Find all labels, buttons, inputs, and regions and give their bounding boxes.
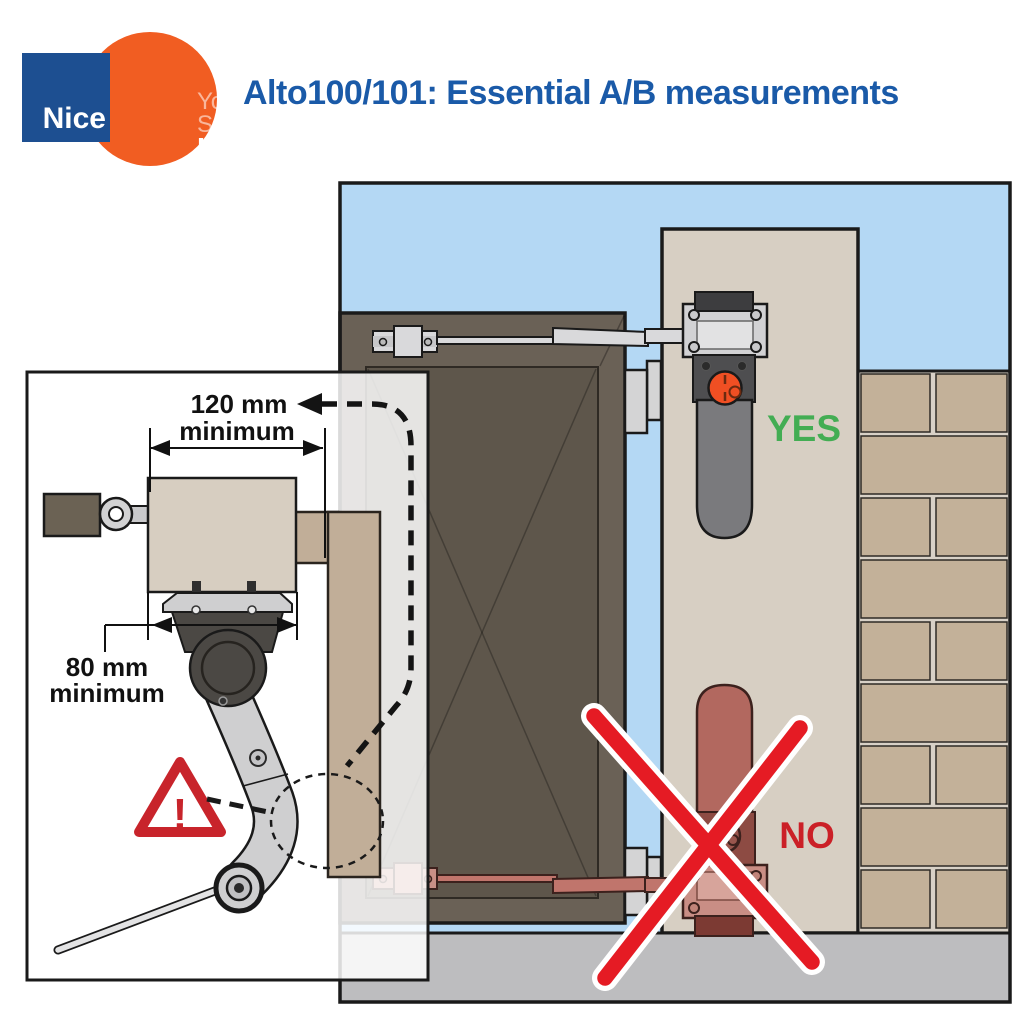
- dimension-120mm: [149, 428, 326, 558]
- detail-inset: 120 mm minimum 80 mm minimum !: [25, 370, 430, 982]
- actuator-wrong: NO: [372, 683, 835, 991]
- motor-body: [695, 398, 754, 540]
- leader-arrowhead-icon: [297, 393, 322, 415]
- actuator-correct: YES: [372, 291, 841, 540]
- logo-blue-square: Nice: [22, 53, 110, 142]
- ground: [338, 931, 1012, 1004]
- motor-body-top-view: [146, 476, 298, 594]
- warning-leader-line: [206, 796, 269, 815]
- detail-highlight-circle: [269, 772, 385, 870]
- arm-mount-plate: [162, 592, 293, 613]
- motor-unit-yes: [681, 291, 769, 540]
- logo-home: Home: [197, 133, 278, 165]
- dim-80-value: 80 mm: [66, 652, 148, 682]
- logo-nice: Nice: [42, 102, 106, 135]
- yes-label: YES: [767, 408, 841, 449]
- no-label: NO: [779, 815, 835, 856]
- dimension-80mm: [104, 592, 298, 652]
- detail-leader-curve: [297, 393, 414, 768]
- nice-home-logo: Your Smart Home Nice: [0, 0, 278, 180]
- logo-smart: Smart: [197, 111, 262, 138]
- dim-80-qualifier: minimum: [49, 678, 165, 708]
- dim-120-qualifier: minimum: [179, 416, 295, 446]
- gate-attachment-top-view: [42, 492, 102, 538]
- logo-tagline: Your Smart Home: [197, 88, 278, 165]
- brick-wall: [856, 369, 1012, 935]
- dim-120-value: 120 mm: [191, 389, 288, 419]
- warning-exclamation: !: [173, 790, 188, 839]
- page-title: Alto100/101: Essential A/B measurements: [243, 74, 899, 112]
- arm-end-pivot: [53, 862, 265, 955]
- curved-arm-top-view: [203, 667, 299, 901]
- slide-rail: [372, 325, 438, 358]
- post-top-view: [326, 510, 382, 879]
- logo-your: Your: [197, 88, 246, 115]
- upper-hinge: [645, 359, 663, 422]
- warning-triangle-icon: !: [134, 757, 226, 839]
- red-cross-icon: [581, 703, 825, 991]
- release-knob-icon: [707, 370, 743, 406]
